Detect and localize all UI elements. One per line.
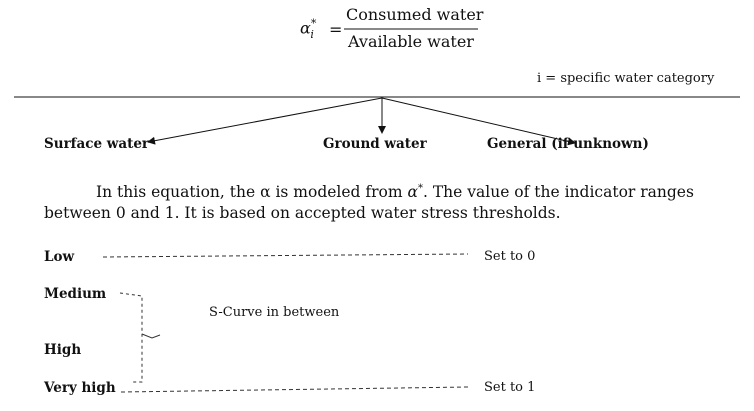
description-line-1: In this equation, the α is modeled from … — [96, 177, 694, 204]
dashed-low — [102, 253, 469, 258]
description-line-2: between 0 and 1. It is based on accepted… — [44, 204, 561, 222]
subscript-i: i — [310, 27, 314, 41]
category-note: i = specific water category — [537, 71, 715, 86]
level-medium: Medium — [44, 286, 107, 302]
level-very-high: Very high — [44, 380, 116, 396]
bracket-tick — [141, 333, 161, 339]
set-to-0-label: Set to 0 — [484, 249, 536, 264]
s-curve-bracket — [119, 292, 143, 383]
alpha-inline: α — [407, 183, 418, 202]
alpha-symbol: α — [300, 18, 311, 38]
dashed-very-high — [120, 386, 469, 393]
category-surface-water: Surface water — [44, 136, 150, 152]
category-ground-water: Ground water — [323, 136, 427, 152]
s-curve-label: S-Curve in between — [209, 305, 340, 320]
arrow-surface-water — [147, 97, 383, 145]
alpha-star-inline: α* — [408, 183, 423, 201]
paragraph-text-a: In this equation, the α is modeled from — [96, 183, 408, 202]
star-inline: * — [417, 183, 423, 194]
fraction-numerator: Consumed water — [346, 5, 484, 24]
superscript-star: * — [310, 17, 317, 30]
equals-sign: = — [329, 20, 343, 39]
fraction-denominator: Available water — [348, 32, 474, 51]
set-to-1-label: Set to 1 — [484, 380, 536, 395]
level-low: Low — [44, 249, 75, 265]
alpha-star-symbol: α*i — [300, 17, 317, 41]
paragraph-text-b: . The value of the indicator ranges — [422, 183, 694, 202]
arrow-general — [381, 97, 576, 146]
level-high: High — [44, 342, 82, 358]
